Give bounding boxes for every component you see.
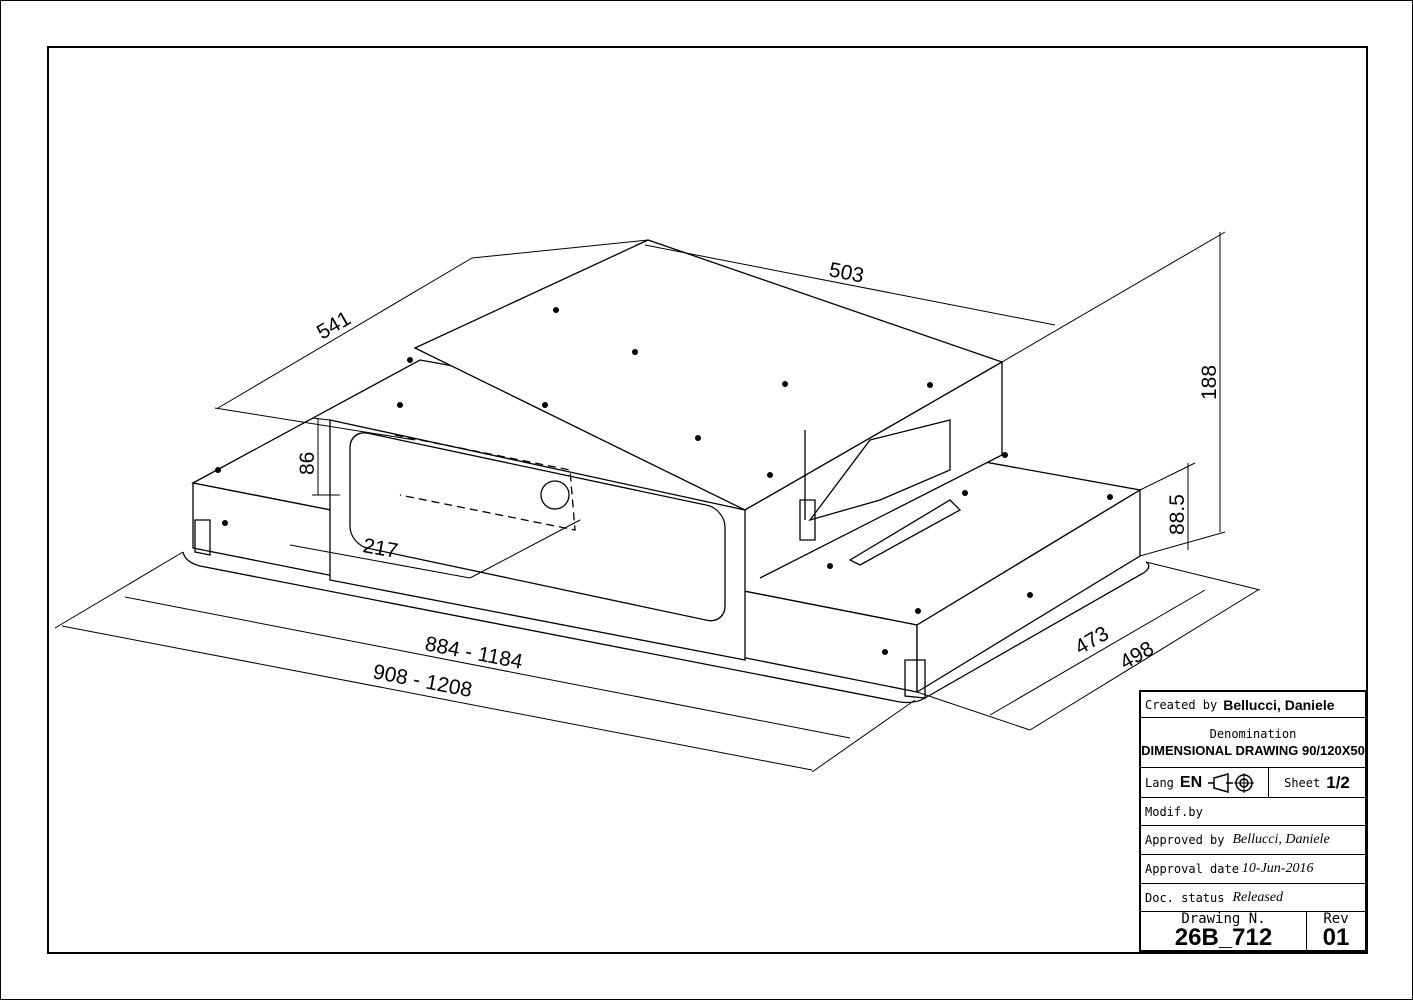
rev-label: Rev bbox=[1323, 911, 1349, 927]
drawing-frame bbox=[47, 46, 1368, 954]
upper-box-front-frame bbox=[329, 419, 746, 661]
cable bbox=[799, 430, 816, 541]
title-block: Created by Bellucci, Daniele Denominatio… bbox=[1139, 690, 1367, 952]
approved-by-value: Bellucci, Daniele bbox=[1232, 832, 1330, 847]
rev-value: 01 bbox=[1322, 924, 1350, 951]
motor-connector bbox=[540, 480, 570, 510]
approval-date-label: Approval date bbox=[1145, 862, 1239, 876]
bottom-plate bbox=[182, 551, 1150, 704]
created-by-value: Bellucci, Daniele bbox=[1223, 696, 1335, 713]
dim-503: 503 bbox=[827, 258, 866, 287]
denomination-value: DIMENSIONAL DRAWING 90/120X50 bbox=[1141, 743, 1365, 758]
dim-884-1184: 884 - 1184 bbox=[423, 632, 525, 674]
dim-473: 473 bbox=[1071, 622, 1113, 659]
drawing-no-label: Drawing N. bbox=[1181, 911, 1266, 927]
dim-498: 498 bbox=[1116, 637, 1158, 674]
drawing-no-value: 26B_712 bbox=[1174, 924, 1273, 951]
lang-value: EN bbox=[1179, 773, 1203, 791]
dim-86: 86 bbox=[296, 452, 319, 475]
dim-908-1208: 908 - 1208 bbox=[371, 660, 474, 702]
dimension-lines bbox=[54, 231, 1261, 773]
clips bbox=[194, 519, 926, 699]
dim-88-5: 88.5 bbox=[1166, 494, 1189, 535]
upper-box-side bbox=[744, 360, 1003, 579]
lang-label: Lang bbox=[1145, 775, 1174, 790]
modif-by-label: Modif.by bbox=[1145, 804, 1203, 819]
approved-by-label: Approved by bbox=[1145, 833, 1225, 847]
outlet-dashed bbox=[394, 434, 576, 531]
denomination-label: Denomination bbox=[1209, 727, 1297, 741]
sheet-value: 1/2 bbox=[1326, 772, 1350, 792]
doc-status-value: Released bbox=[1232, 889, 1284, 905]
dim-541: 541 bbox=[313, 307, 355, 344]
projection-symbol-icon bbox=[1208, 772, 1255, 793]
approval-date-value: 10-Jun-2016 bbox=[1241, 861, 1314, 876]
screws bbox=[215, 307, 1113, 655]
hood-drawing bbox=[182, 239, 1150, 704]
created-by-label: Created by bbox=[1145, 697, 1218, 712]
bracket-plate bbox=[848, 499, 962, 566]
electronics-bracket bbox=[808, 419, 951, 522]
outlet-opening bbox=[349, 432, 726, 622]
doc-status-label: Doc. status bbox=[1145, 890, 1225, 905]
dim-188: 188 bbox=[1198, 365, 1221, 400]
sheet-label: Sheet bbox=[1284, 775, 1321, 790]
